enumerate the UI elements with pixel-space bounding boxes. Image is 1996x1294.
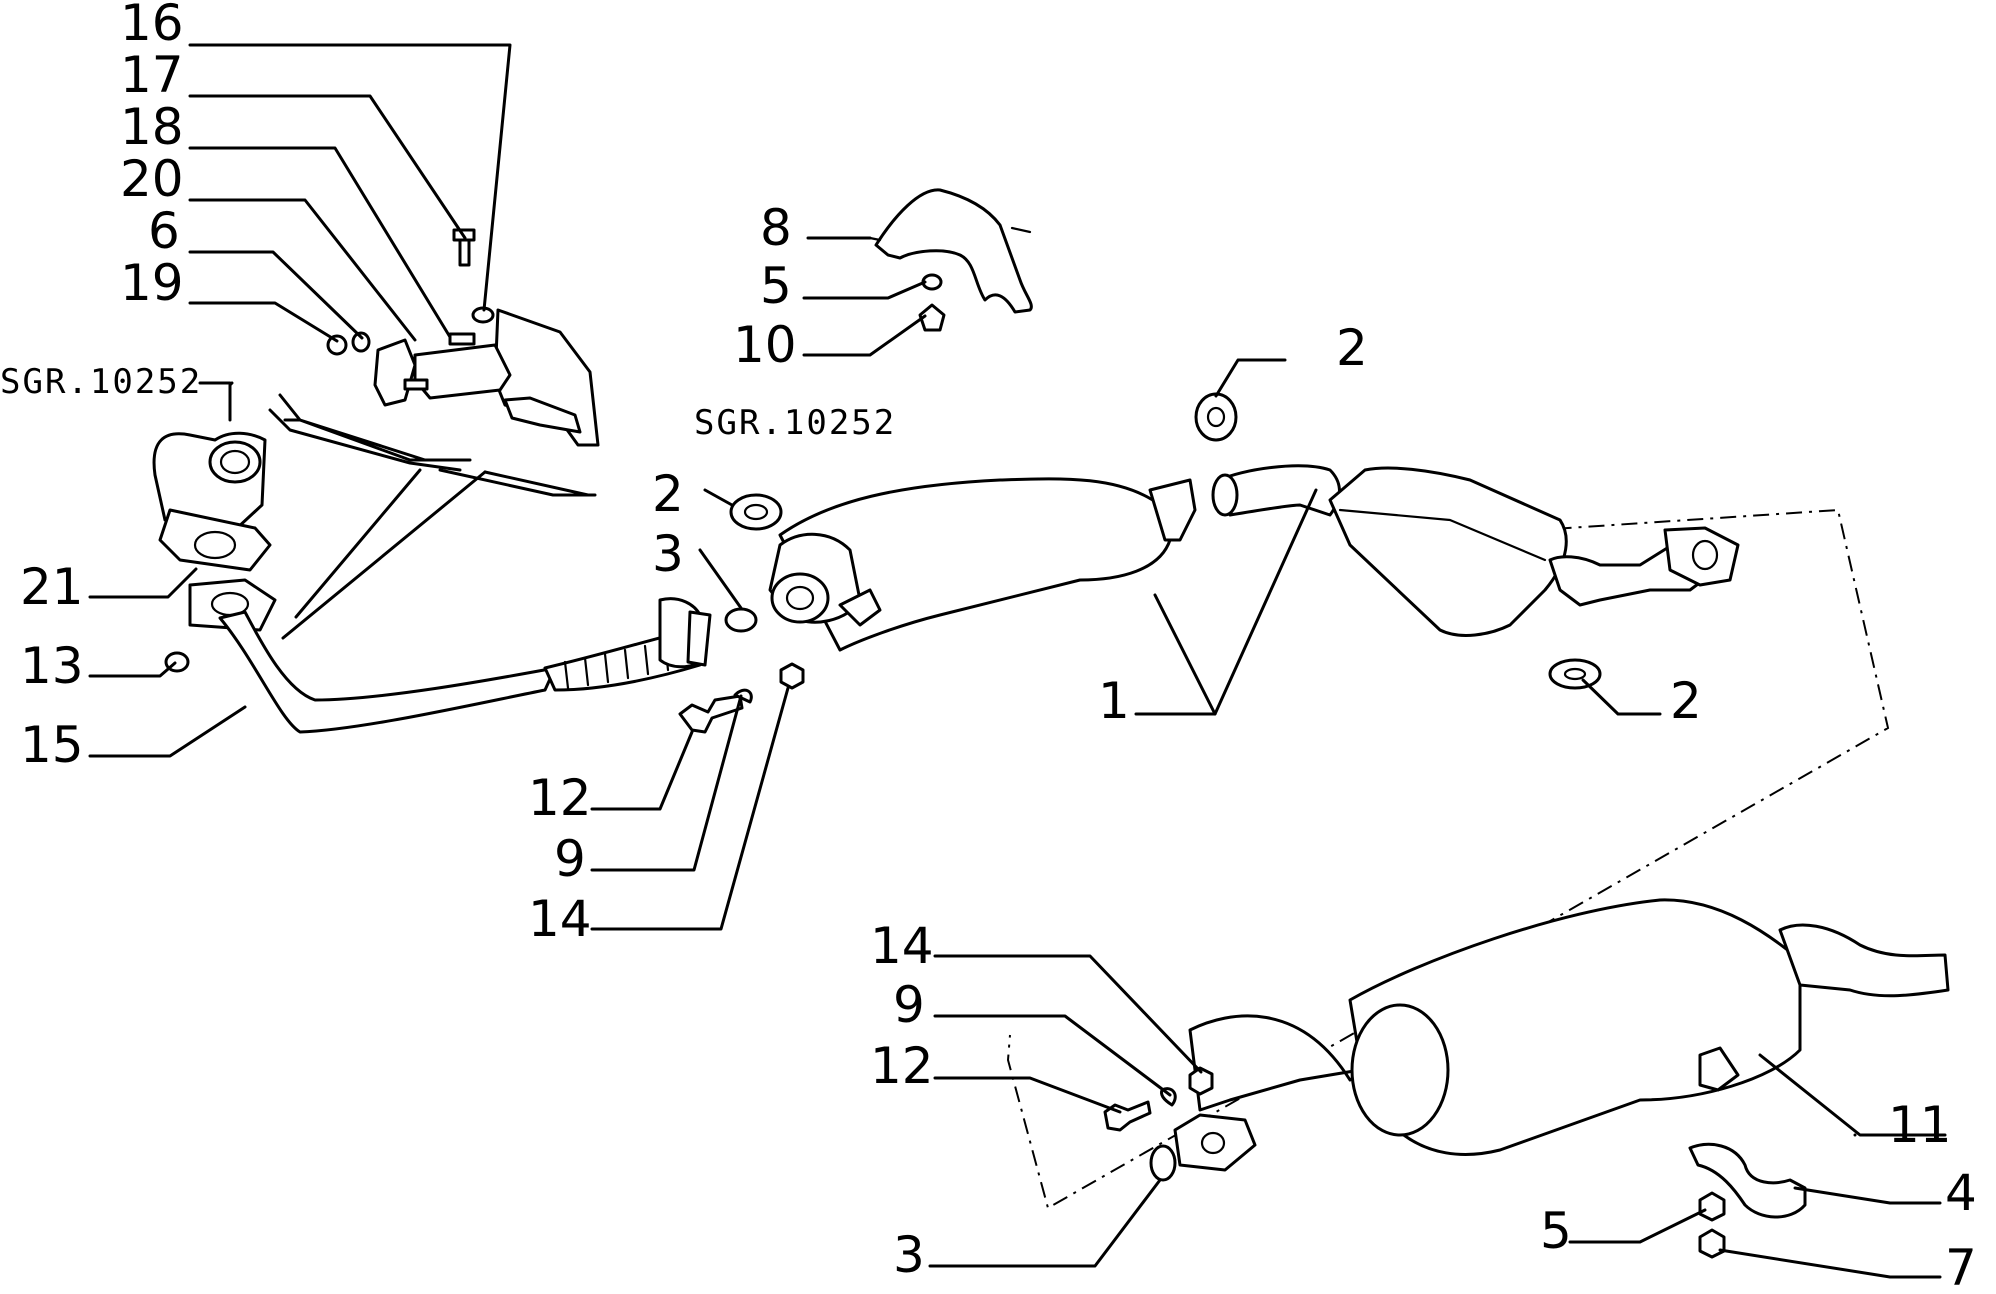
bolt-12-right	[1103, 1100, 1152, 1132]
front-pipe	[164, 597, 712, 734]
callout-17: 17	[120, 46, 184, 104]
callout-3-left: 3	[652, 525, 684, 583]
central-silencer	[768, 477, 1197, 652]
rear-silencer	[1103, 898, 1950, 1259]
nut-14-right	[1188, 1066, 1214, 1096]
reference-code-left: SGR.10252	[0, 362, 202, 402]
washer-9-left	[733, 688, 753, 704]
callout-18: 18	[120, 98, 184, 156]
exhaust-manifold	[152, 431, 277, 632]
gasket-ring-2-left	[729, 493, 783, 531]
callout-10: 10	[733, 316, 797, 374]
reference-code-right: SGR.10252	[694, 403, 896, 443]
callout-7: 7	[1945, 1239, 1977, 1294]
callout-9-right: 9	[893, 976, 925, 1034]
callout-4: 4	[1945, 1164, 1977, 1222]
clamp-4	[1688, 1142, 1807, 1219]
callout-14-left: 14	[528, 890, 592, 948]
callout-12-left: 12	[528, 769, 592, 827]
callout-11: 11	[1888, 1096, 1952, 1154]
support-bracket-8	[868, 188, 1033, 332]
gasket-2-top	[1194, 392, 1238, 442]
nut-7	[1698, 1228, 1726, 1259]
seal-ring-3-left	[724, 607, 758, 633]
nut-14-left	[779, 662, 805, 690]
callout-14-right: 14	[870, 917, 934, 975]
callout-8: 8	[760, 199, 792, 257]
callout-2-right: 2	[1670, 672, 1702, 730]
callout-16: 16	[120, 0, 184, 52]
bracket-assembly-top-left	[326, 228, 600, 447]
callout-3-bottom: 3	[893, 1226, 925, 1284]
nut-5-bottom	[1698, 1191, 1726, 1222]
leader-lines	[88, 43, 1947, 1279]
callout-9-left: 9	[554, 830, 586, 888]
callout-5-bottom: 5	[1540, 1202, 1572, 1260]
intermediate-pipe-catalyst	[1194, 392, 1740, 690]
callout-2-top: 2	[1336, 319, 1368, 377]
callout-6: 6	[148, 202, 180, 260]
callout-13: 13	[20, 637, 84, 695]
callout-2-left: 2	[652, 465, 684, 523]
callout-20: 20	[120, 150, 184, 208]
bolt-12-left	[678, 694, 744, 734]
callout-21: 21	[20, 558, 84, 616]
seal-ring-3-bottom	[1149, 1144, 1177, 1182]
callout-5-top: 5	[760, 257, 792, 315]
callout-labels: 16 17 18 20 6 19 8 5 10 2 2 3 21 13 15 1…	[20, 0, 1977, 1294]
gasket-2-right	[1548, 658, 1602, 690]
callout-12-right: 12	[870, 1037, 934, 1095]
callout-1: 1	[1098, 672, 1130, 730]
callout-19: 19	[120, 254, 184, 312]
callout-15: 15	[20, 716, 84, 774]
